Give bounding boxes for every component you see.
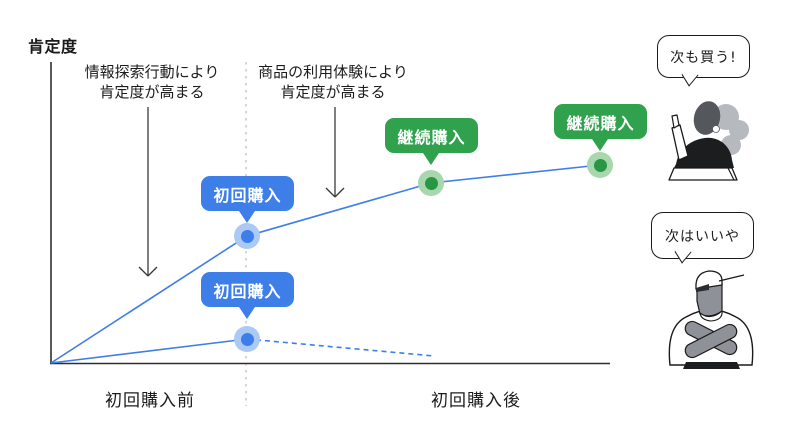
- repeat-purchase-point-1: [418, 170, 444, 196]
- annotation-information-search: 情報探索行動により 肯定度が高まる: [60, 62, 244, 102]
- positive-affinity-curve: [50, 164, 601, 364]
- annotation-line: 肯定度が高まる: [99, 83, 205, 101]
- man-figure: [668, 270, 754, 369]
- point-core: [240, 229, 254, 243]
- first-purchase-badge-positive: 初回購入: [201, 176, 294, 223]
- speech-bubble-buy-again: 次も買う!: [657, 35, 750, 78]
- first-purchase-point-negative: [234, 326, 260, 352]
- happy-customer-illustration: [668, 101, 749, 181]
- negative-affinity-curve-solid: [50, 338, 248, 364]
- repeat-purchase-point-2: [587, 152, 613, 178]
- x-axis-label-after-first-purchase: 初回購入後: [431, 391, 521, 411]
- search-annotation-arrow: [138, 107, 158, 277]
- annotation-product-usage: 商品の利用体験により 肯定度が高まる: [241, 62, 425, 102]
- negative-affinity-curve-dashed: [246, 338, 435, 357]
- annotation-line: 商品の利用体験により: [258, 63, 408, 81]
- point-core: [424, 176, 438, 190]
- point-core: [240, 332, 254, 346]
- annotation-line: 情報探索行動により: [84, 63, 220, 81]
- repeat-purchase-badge-1: 継続購入: [385, 118, 478, 165]
- annotation-line: 肯定度が高まる: [280, 83, 386, 101]
- point-core: [593, 158, 607, 172]
- unhappy-customer-illustration: [668, 270, 754, 369]
- usage-annotation-arrow: [325, 107, 345, 198]
- repeat-purchase-badge-2: 継続購入: [554, 104, 647, 151]
- first-purchase-point-positive: [234, 223, 260, 249]
- speech-bubble-skip-next: 次はいいや: [651, 212, 754, 259]
- x-axis-label-before-first-purchase: 初回購入前: [105, 391, 195, 411]
- first-purchase-badge-negative: 初回購入: [201, 272, 294, 319]
- woman-figure: [668, 101, 749, 181]
- y-axis-label: 肯定度: [28, 37, 78, 56]
